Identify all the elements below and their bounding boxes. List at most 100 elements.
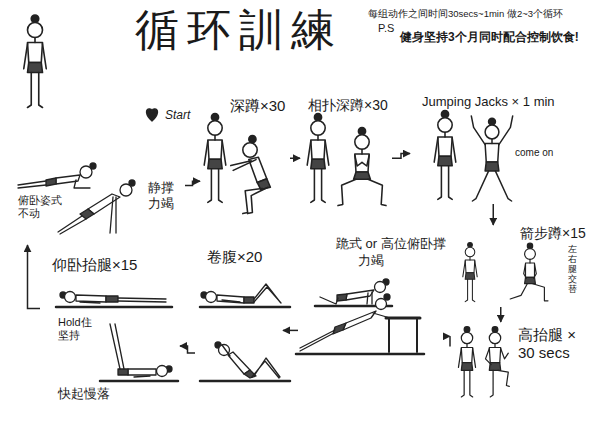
exercise-label: 卷腹×20	[207, 248, 262, 266]
sumo-squat-figure	[354, 172, 371, 179]
exercise-station: 仰卧抬腿×15Hold住 坚持快起慢落	[40, 256, 180, 406]
exercise-station: 高抬腿 × 30 secs	[450, 322, 595, 404]
exercise-label: 深蹲×30	[230, 97, 285, 115]
standing-figure	[307, 114, 329, 203]
lunge-figure	[525, 249, 536, 260]
low-plank-figure	[18, 163, 96, 188]
high-plank-figure	[120, 184, 132, 196]
standing-figure	[463, 242, 477, 301]
leg-raise-up-figure	[110, 324, 150, 377]
high-plank-figure	[58, 197, 116, 234]
leg-raise-lying-figure	[56, 292, 172, 308]
tempo-note: 快起慢落	[58, 386, 110, 402]
hold-note: Hold住 坚持	[58, 316, 100, 342]
note-text: 健身坚持3个月同时配合控制饮食!	[400, 30, 579, 44]
chair-pushup-figure	[376, 299, 387, 310]
exercise-station: 跪式 or 高位俯卧撑力竭	[298, 236, 450, 354]
chair-pushup-figure	[296, 294, 424, 354]
crunch-up-figure	[200, 380, 290, 383]
squat-figure	[249, 136, 256, 143]
jumping-jack-figure	[485, 125, 499, 139]
lunge-figure	[510, 243, 548, 301]
chair-pushup-figure	[386, 317, 420, 320]
crunch-lying-figure	[222, 284, 281, 303]
knee-pushup-figure	[320, 292, 372, 304]
exercise-label: 箭步蹲×15	[520, 225, 586, 242]
squat-figure	[231, 136, 271, 214]
flow-arrow	[493, 204, 495, 225]
exercise-station: 箭步蹲×15 左右腿交替	[450, 225, 595, 307]
low-plank-figure	[18, 180, 90, 188]
squat-figure	[231, 160, 268, 214]
leg-raise-up-figure	[100, 324, 178, 381]
chair-pushup-figure	[384, 294, 390, 300]
flow-arrow	[290, 158, 300, 160]
pose-note: 俯卧姿式 不动	[18, 194, 66, 220]
title: 循环訓練	[135, 6, 343, 54]
crunch-up-figure	[228, 352, 250, 374]
crunch-up-figure	[222, 345, 280, 378]
high-plank-figure	[58, 180, 135, 234]
leg-raise-up-figure	[118, 369, 128, 375]
flow-arrow	[500, 307, 502, 322]
standing-figure	[204, 114, 226, 203]
leg-raise-up-figure	[128, 369, 156, 375]
high-plank-figure	[80, 209, 94, 219]
crunch-lying-figure	[206, 292, 217, 303]
leg-raise-up-figure	[100, 380, 178, 383]
exercise-label: 跪式 or 高位俯卧撑	[336, 236, 446, 252]
cheer-note: come on	[515, 147, 553, 159]
jumping-jack-figure	[489, 118, 496, 125]
jumping-jack-figure	[485, 162, 499, 171]
side-note: 左右腿交替	[568, 245, 577, 294]
high-knee-figure	[489, 332, 500, 343]
exercise-station: 卷腹×20	[195, 248, 283, 398]
sumo-squat-figure	[358, 128, 365, 135]
standing-figure	[458, 327, 475, 397]
crunch-lying-figure	[200, 306, 290, 309]
chair-pushup-figure	[300, 313, 390, 351]
jumping-jack-figure	[471, 116, 512, 201]
chair-pushup-figure	[296, 353, 424, 356]
lunge-figure	[510, 259, 548, 300]
sumo-squat-figure	[355, 135, 369, 149]
lunge-figure	[527, 243, 532, 248]
low-plank-figure	[80, 166, 92, 178]
crunch-lying-figure	[244, 297, 254, 303]
ps-label: P.S	[378, 22, 394, 35]
leg-raise-lying-figure	[65, 292, 76, 303]
heart-symbol	[146, 109, 157, 121]
exercise-label: 相扑深蹲×30	[308, 97, 388, 114]
flow-arrow	[392, 154, 410, 159]
sumo-squat-figure	[338, 128, 386, 206]
high-knee-figure	[489, 348, 500, 363]
jumping-jack-figure	[485, 144, 499, 162]
low-plank-figure	[46, 178, 56, 186]
exercise-station: 静撑 力竭俯卧姿式 不动	[10, 160, 185, 245]
high-knee-figure	[492, 327, 498, 333]
high-knee-figure	[486, 327, 510, 397]
leg-raise-lying-figure	[76, 295, 106, 302]
figures	[18, 15, 548, 397]
chair-pushup-figure	[389, 318, 417, 352]
squat-figure	[257, 179, 270, 190]
squat-figure	[243, 143, 257, 157]
note-text: 每组动作之间时间30secs~1min 做2~3个循环	[368, 8, 563, 19]
chair-pushup-figure	[333, 323, 346, 334]
flow-arrow	[180, 346, 195, 353]
exercise-label: Jumping Jacks × 1 min	[422, 94, 555, 110]
knee-pushup-figure	[375, 282, 386, 293]
sumo-squat-figure	[338, 149, 386, 205]
leg-raise-lying-figure	[106, 296, 118, 302]
standing-figure	[434, 111, 456, 200]
exercise-station: 深蹲×30	[200, 95, 290, 210]
exercise-label: 高抬腿 × 30 secs	[518, 326, 590, 362]
flow-arrow	[449, 336, 451, 346]
exercise-station: Jumping Jacks × 1 min come on	[410, 92, 595, 204]
effort-note: 力竭	[358, 253, 384, 269]
high-knee-figure	[486, 344, 510, 397]
standing-girl	[24, 15, 47, 108]
